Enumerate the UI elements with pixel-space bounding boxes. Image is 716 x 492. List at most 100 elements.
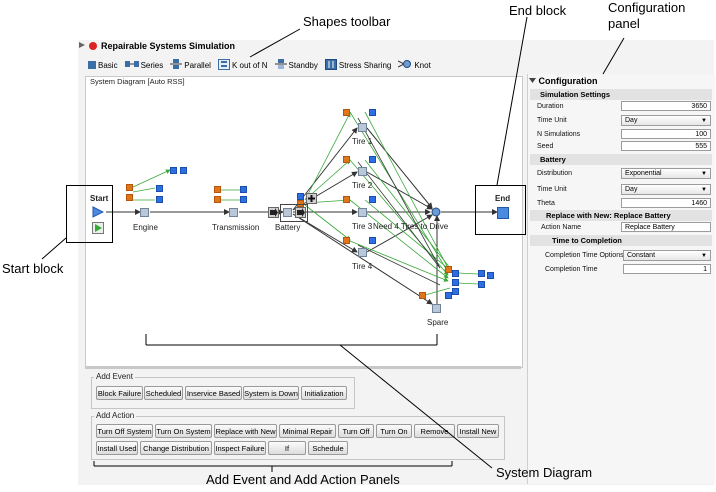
tire2-action-node[interactable] — [369, 156, 376, 163]
toolbar-parallel-button[interactable]: Parallel — [170, 58, 211, 72]
action-node[interactable] — [478, 270, 485, 277]
duration-field[interactable]: 3650 — [621, 101, 711, 111]
toolbar-k-out-of-n-label: K out of N — [231, 60, 268, 70]
change-distribution-button[interactable]: Change Distribution — [140, 441, 212, 455]
tire4-action-node[interactable] — [369, 237, 376, 244]
toolbar-series-button[interactable]: Series — [124, 60, 163, 70]
theta-field[interactable]: 1460 — [621, 198, 711, 208]
battery-input-arrow[interactable] — [268, 207, 279, 218]
replace-with-new-button[interactable]: Replace with New — [214, 424, 277, 438]
install-used-button[interactable]: Install Used — [96, 441, 138, 455]
remove-button[interactable]: Remove — [414, 424, 455, 438]
panel-splitter[interactable] — [85, 366, 521, 369]
n-simulations-field[interactable]: 100 — [621, 129, 711, 139]
spare-block[interactable] — [432, 304, 441, 313]
if-button[interactable]: If — [268, 441, 306, 455]
simulation-settings-header[interactable]: Simulation Settings — [530, 89, 712, 100]
engine-event-node[interactable] — [126, 184, 133, 191]
toolbar-basic-button[interactable]: Basic — [88, 61, 118, 70]
toolbar-stress-sharing-button[interactable]: Stress Sharing — [324, 58, 391, 72]
tire4-event-node[interactable] — [343, 237, 350, 244]
annotation-start-block: Start block — [2, 261, 64, 276]
battery-label: Battery — [275, 223, 301, 232]
collapse-icon[interactable] — [529, 77, 536, 84]
distribution-select[interactable]: Exponential▼ — [621, 168, 711, 179]
action-node[interactable] — [452, 288, 459, 295]
inspect-failure-button[interactable]: Inspect Failure — [214, 441, 266, 455]
engine-event-node[interactable] — [126, 194, 133, 201]
spare-action-node[interactable] — [445, 292, 452, 299]
time-to-completion-header[interactable]: Time to Completion — [530, 235, 712, 246]
toolbar-knot-button[interactable]: Knot — [398, 59, 431, 71]
transmission-action-node[interactable] — [240, 186, 247, 193]
k-out-of-n-icon — [217, 58, 230, 72]
spare-event-node[interactable] — [419, 292, 426, 299]
system-diagram-canvas[interactable] — [85, 76, 523, 368]
engine-block[interactable] — [140, 208, 149, 217]
tire1-action-node[interactable] — [369, 109, 376, 116]
report-title-bar: Repairable Systems Simulation — [78, 41, 478, 55]
start-run-button[interactable] — [92, 222, 104, 234]
standby-icon — [274, 58, 287, 72]
action-node[interactable] — [478, 281, 485, 288]
red-triangle-menu-icon[interactable] — [89, 42, 97, 50]
chevron-down-icon: ▼ — [701, 118, 707, 124]
tire4-block[interactable] — [358, 248, 367, 257]
knot-node-icon[interactable] — [430, 207, 442, 219]
completion-time-field[interactable]: 1 — [623, 264, 711, 274]
tire2-block[interactable] — [358, 167, 367, 176]
initialization-button[interactable]: Initialization — [301, 386, 347, 400]
seed-field[interactable]: 555 — [621, 141, 711, 151]
transmission-event-node[interactable] — [214, 186, 221, 193]
system-is-down-button[interactable]: System is Down — [243, 386, 299, 400]
engine-action-node[interactable] — [156, 185, 163, 192]
battery-event-node[interactable] — [297, 200, 304, 207]
add-event-plus-icon[interactable] — [306, 193, 317, 204]
battery-output-arrow[interactable] — [295, 207, 306, 218]
engine-action-node[interactable] — [180, 167, 187, 174]
tire1-event-node[interactable] — [343, 109, 350, 116]
scheduled-button[interactable]: Scheduled — [144, 386, 183, 400]
battery-time-unit-select[interactable]: Day▼ — [621, 184, 711, 195]
install-new-button[interactable]: Install New — [457, 424, 499, 438]
annotation-end-block: End block — [509, 3, 567, 18]
action-name-field[interactable]: Replace Battery — [621, 222, 711, 232]
turn-on-system-button[interactable]: Turn On System — [155, 424, 212, 438]
engine-action-node[interactable] — [156, 196, 163, 203]
block-failure-button[interactable]: Block Failure — [96, 386, 143, 400]
battery-action-node[interactable] — [297, 193, 304, 200]
tire3-action-node[interactable] — [369, 196, 376, 203]
action-node[interactable] — [452, 279, 459, 286]
toolbar-standby-button[interactable]: Standby — [274, 58, 318, 72]
tire3-event-node[interactable] — [343, 196, 350, 203]
engine-action-node[interactable] — [170, 167, 177, 174]
start-play-icon[interactable] — [92, 206, 105, 220]
battery-block[interactable] — [283, 208, 292, 217]
tire3-block[interactable] — [358, 208, 367, 217]
tire2-event-node[interactable] — [343, 156, 350, 163]
transmission-event-node[interactable] — [214, 196, 221, 203]
tire1-block[interactable] — [358, 123, 367, 132]
turn-off-system-button[interactable]: Turn Off System — [96, 424, 153, 438]
time-unit-select[interactable]: Day▼ — [621, 115, 711, 126]
battery-header[interactable]: Battery — [530, 154, 712, 165]
event-node[interactable] — [445, 266, 452, 273]
toolbar-k-out-of-n-button[interactable]: K out of N — [217, 58, 268, 72]
annotation-add-panels: Add Event and Add Action Panels — [206, 472, 400, 487]
end-block-icon[interactable] — [497, 207, 509, 219]
action-node[interactable] — [452, 270, 459, 277]
transmission-block[interactable] — [229, 208, 238, 217]
transmission-action-node[interactable] — [240, 196, 247, 203]
stress-sharing-icon — [324, 58, 337, 72]
completion-time-options-select[interactable]: Constant▼ — [623, 250, 711, 261]
minimal-repair-button[interactable]: Minimal Repair — [279, 424, 336, 438]
turn-on-button[interactable]: Turn On — [376, 424, 412, 438]
action-node[interactable] — [487, 272, 494, 279]
n-simulations-label: N Simulations — [537, 131, 581, 138]
schedule-button[interactable]: Schedule — [308, 441, 348, 455]
disclosure-icon[interactable] — [78, 41, 86, 49]
replace-with-new-header[interactable]: Replace with New: Replace Battery — [530, 210, 712, 221]
action-name-label: Action Name — [541, 224, 582, 231]
turn-off-button[interactable]: Turn Off — [338, 424, 374, 438]
inservice-based-button[interactable]: Inservice Based — [185, 386, 242, 400]
